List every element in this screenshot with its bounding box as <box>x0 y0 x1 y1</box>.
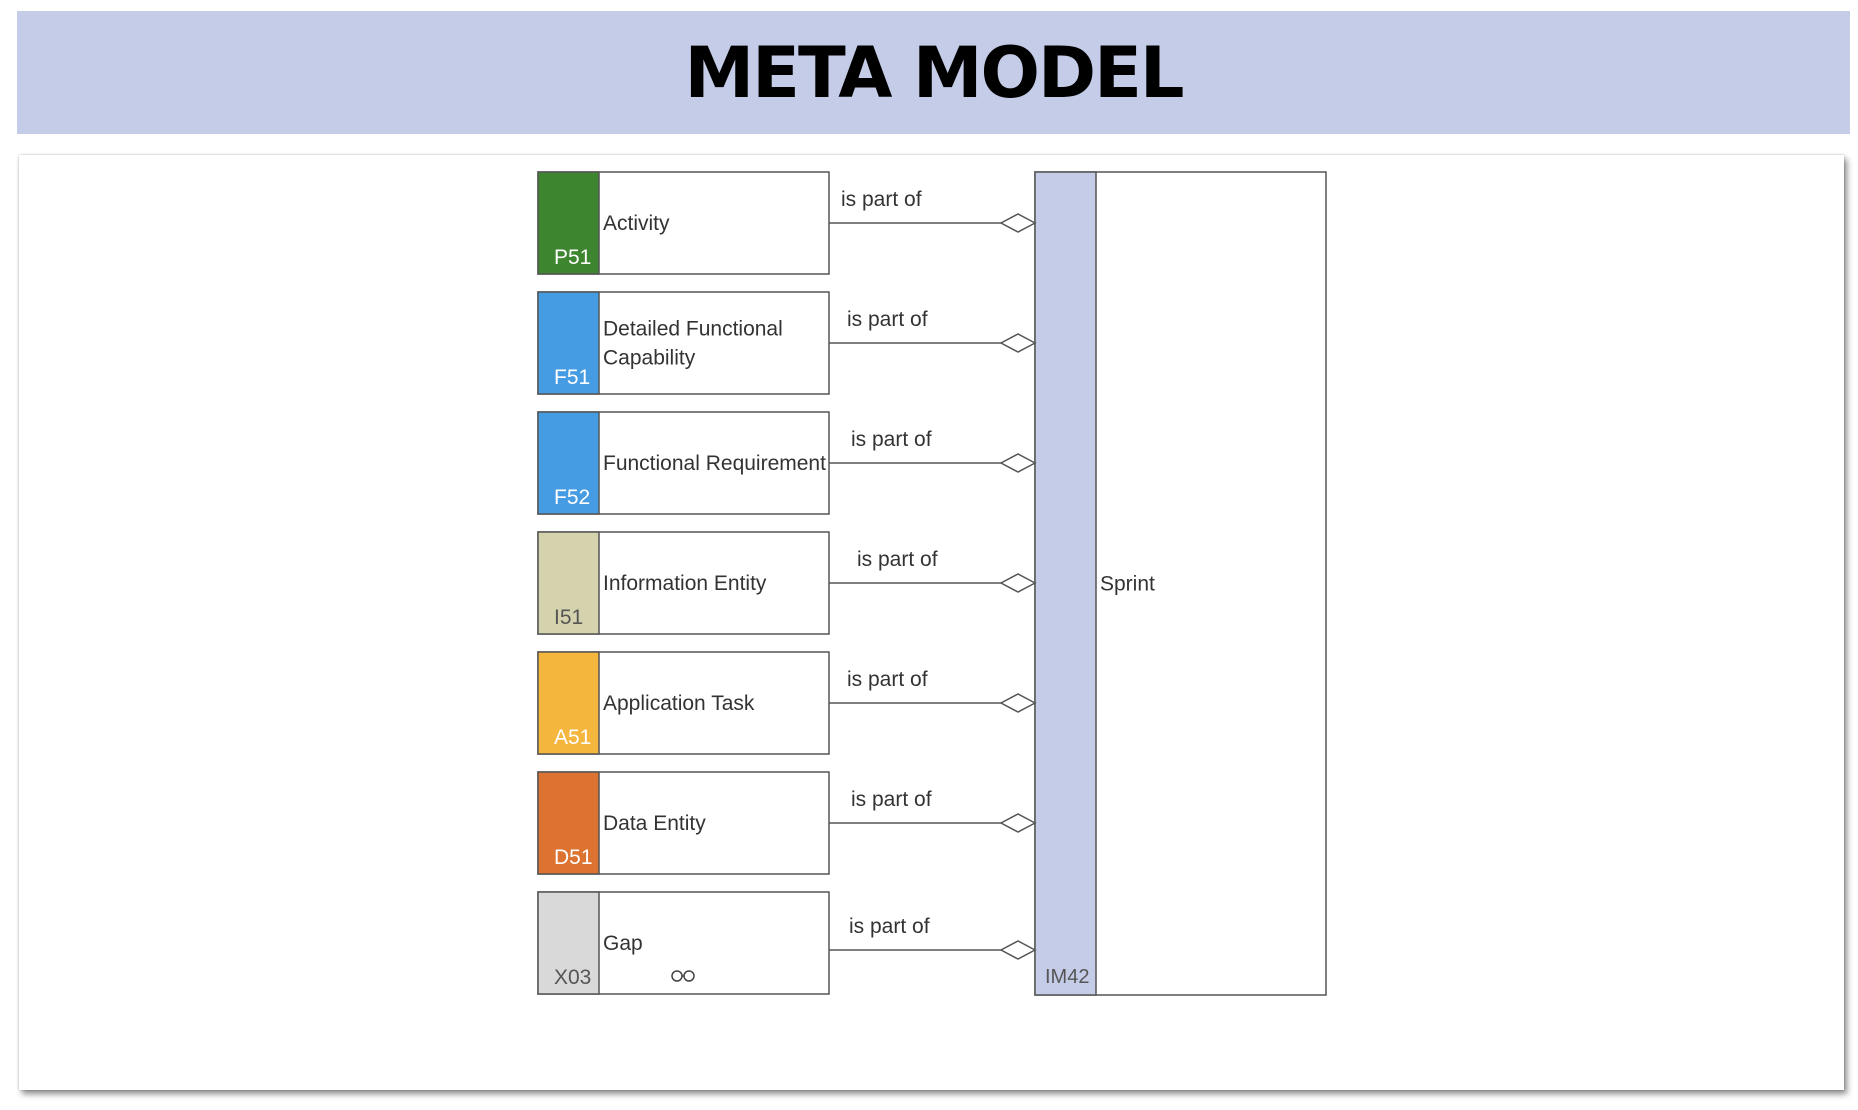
entity-color-strip <box>537 171 600 275</box>
relation-label: is part of <box>851 428 932 451</box>
entity-code: A51 <box>554 726 591 749</box>
entity-color-strip <box>537 651 600 755</box>
entity-label: Capability <box>603 347 696 370</box>
entity-code: F51 <box>554 366 590 389</box>
entity-color-strip <box>537 531 600 635</box>
entity-code: F52 <box>554 486 590 509</box>
entity-color-strip <box>537 411 600 515</box>
page-title: META MODEL <box>684 31 1184 114</box>
relation-label: is part of <box>841 188 922 211</box>
aggregation-diamond-icon <box>999 813 1037 833</box>
link-icon <box>671 970 695 982</box>
aggregation-diamond-icon <box>999 453 1037 473</box>
entity-color-strip <box>537 771 600 875</box>
title-band: META MODEL <box>17 11 1850 134</box>
relation-label: is part of <box>851 788 932 811</box>
sprint-label: Sprint <box>1100 573 1155 596</box>
entity-color-strip <box>537 291 600 395</box>
relation-label: is part of <box>849 915 930 938</box>
entity-label: Information Entity <box>603 572 767 595</box>
entity-color-strip <box>537 891 600 995</box>
entity-code: I51 <box>554 606 583 629</box>
entity-label: Application Task <box>603 692 755 715</box>
sprint-color-strip <box>1034 171 1097 996</box>
entity-code: D51 <box>554 846 593 869</box>
entity-label: Functional Requirement <box>603 452 826 475</box>
aggregation-diamond-icon <box>999 213 1037 233</box>
aggregation-diamond-icon <box>999 573 1037 593</box>
aggregation-diamond-icon <box>999 693 1037 713</box>
aggregation-diamond-icon <box>999 333 1037 353</box>
relation-label: is part of <box>847 668 928 691</box>
entity-label: Activity <box>603 212 670 235</box>
entity-code: P51 <box>554 246 591 269</box>
entity-label: Gap <box>603 932 643 955</box>
relation-label: is part of <box>847 308 928 331</box>
relation-label: is part of <box>857 548 938 571</box>
entity-label: Detailed Functional <box>603 318 783 341</box>
entity-label: Data Entity <box>603 812 706 835</box>
entity-code: X03 <box>554 966 591 989</box>
sprint-code: IM42 <box>1045 966 1089 988</box>
aggregation-diamond-icon <box>999 940 1037 960</box>
